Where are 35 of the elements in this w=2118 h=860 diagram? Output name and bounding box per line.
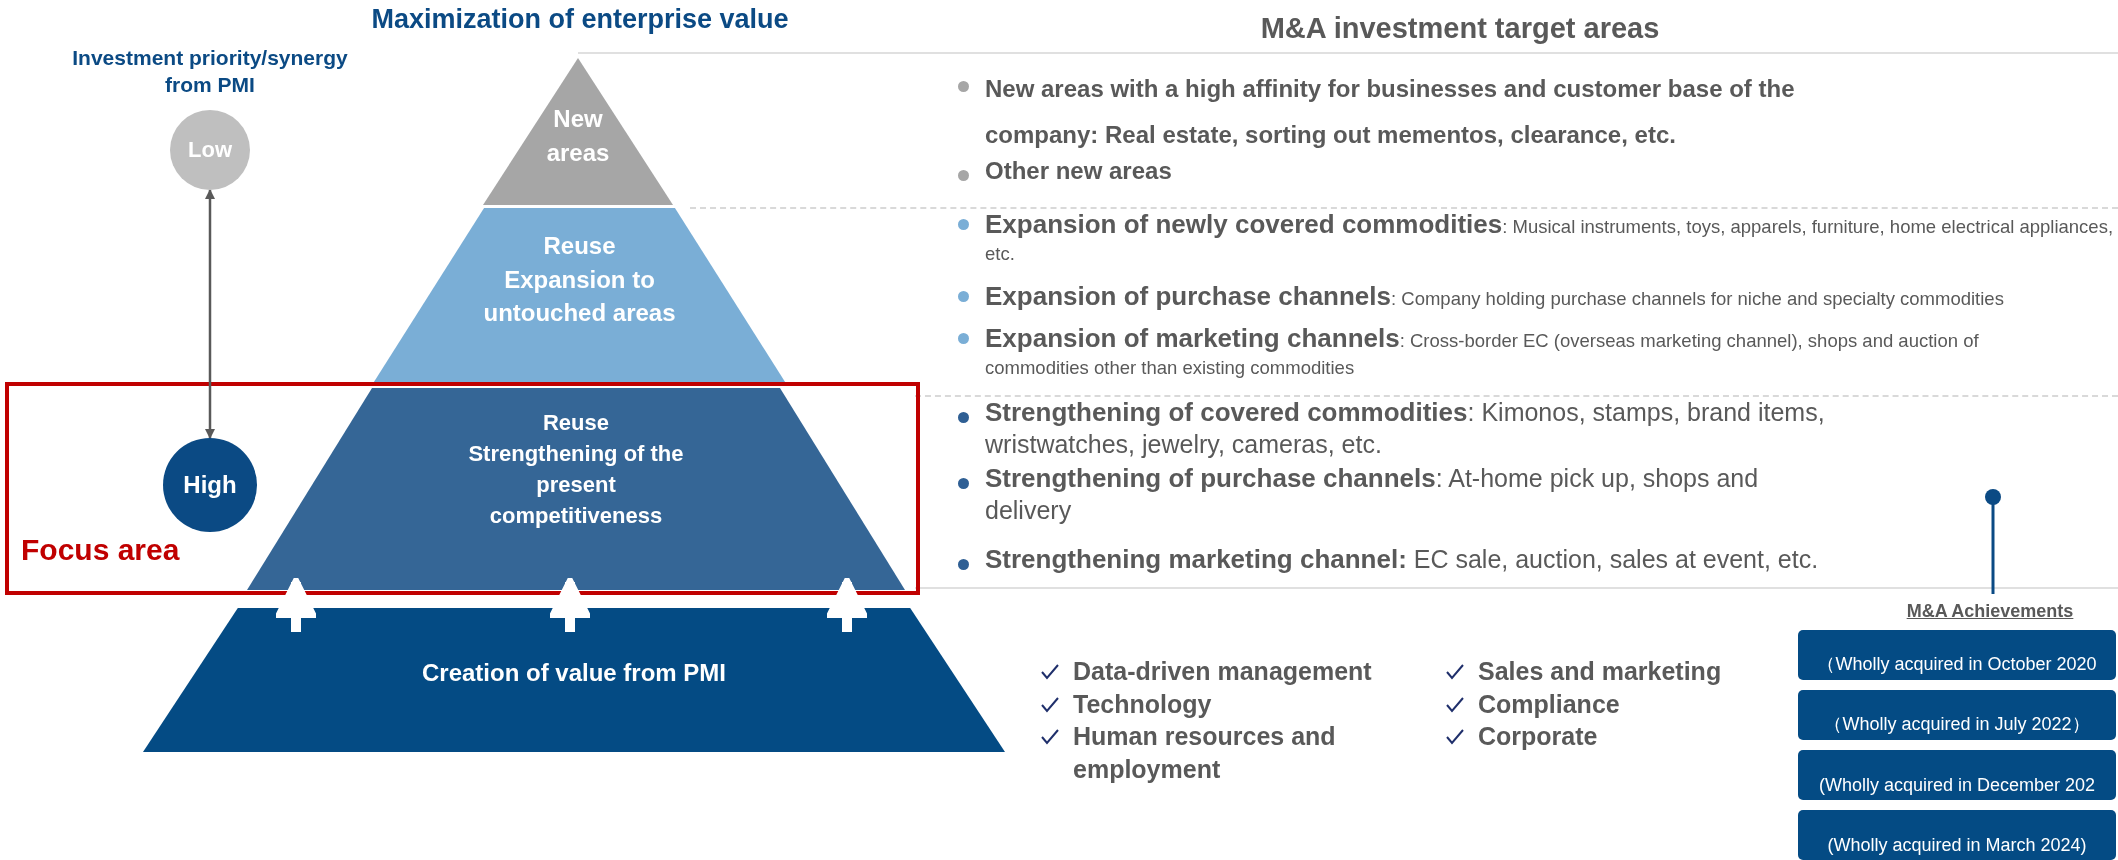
checklist-item: Data-driven management <box>1073 656 1373 687</box>
level-circle: High <box>163 438 257 532</box>
heading: Maximization of enterprise value <box>370 4 790 35</box>
achievement-box: (Wholly acquired in December 202 <box>1798 750 2116 800</box>
achievements-heading: M&A Achievements <box>1905 600 2075 623</box>
double-arrow <box>205 189 215 439</box>
bullet-text: Strengthening of covered commodities: Kimonos, stamps, brand items, wristwatches, jewelry, cameras, etc. <box>985 396 1826 460</box>
tier-label: Expansion to untouched areas <box>482 264 677 329</box>
section-heading: M&A investment target areas <box>1259 11 1661 46</box>
level-circle: Low <box>170 110 250 190</box>
tier-label: Reuse <box>542 231 617 262</box>
focus-label: Focus area <box>21 533 180 567</box>
bullet-text: Strengthening of purchase channels: At-home pick up, shops and delivery <box>985 462 1760 526</box>
axis-title: Investment priority/synergy from PMI <box>71 45 349 99</box>
checklist-item: Sales and marketing <box>1478 656 1723 687</box>
checklist-item: Compliance <box>1478 689 1621 720</box>
up-arrow <box>274 576 318 632</box>
tier-label: Creation of value from PMI <box>420 657 727 688</box>
tier-label: Strengthening of the present competitiveness <box>467 440 685 530</box>
bullet-text: Expansion of marketing channels: Cross-border EC (overseas marketing channel), shops and auction of commodities other than existing commodities <box>985 322 1980 380</box>
achievement-box: （Wholly acquired in October 2020 <box>1798 630 2116 680</box>
bullet-text: New areas with a high affinity for businesses and customer base of the company: Real estate, sorting out mementos, clearance, etc. <box>985 74 1796 150</box>
up-arrow <box>825 576 869 632</box>
bullet-text: Expansion of newly covered commodities: Musical instruments, toys, apparels, furniture, home electrical appliances, etc. <box>985 208 2115 266</box>
tier-label: New areas <box>545 104 611 168</box>
checklist-item: Corporate <box>1478 721 1599 752</box>
bullet-text: Strengthening marketing channel: EC sale, auction, sales at event, etc. <box>985 543 1820 576</box>
checklist-item: Human resources and employment <box>1073 721 1337 785</box>
achievement-box: (Wholly acquired in March 2024) <box>1798 810 2116 860</box>
achievement-box: （Wholly acquired in July 2022） <box>1798 690 2116 740</box>
up-arrow <box>548 576 592 632</box>
tier-label: Reuse <box>541 409 610 438</box>
bullet-text: Expansion of purchase channels: Company holding purchase channels for niche and specialty commodities <box>985 280 2005 313</box>
bullet-text: Other new areas <box>985 156 1173 186</box>
checklist-item: Technology <box>1073 689 1213 720</box>
